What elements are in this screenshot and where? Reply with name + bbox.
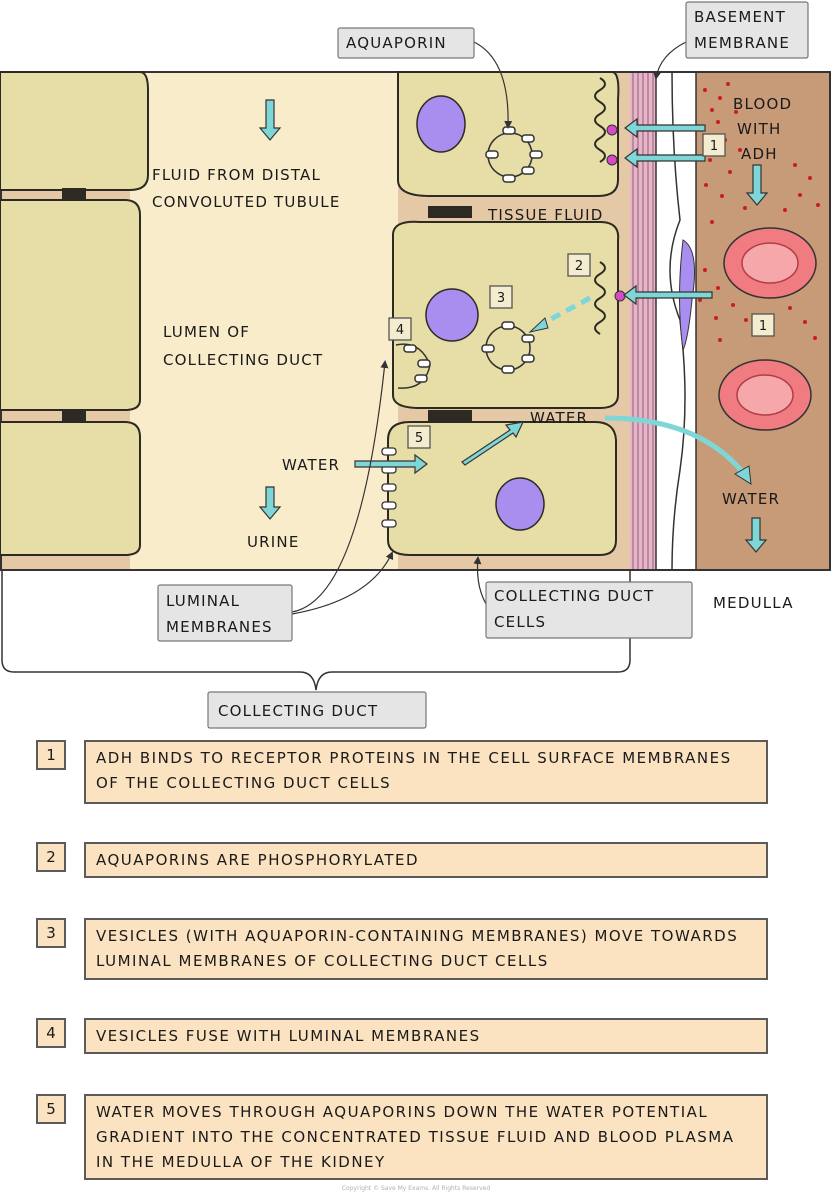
cd-cells-label-1: COLLECTING DUCT (494, 587, 654, 605)
collecting-duct-brace (1, 570, 631, 691)
blood-label-3: ADH (741, 145, 778, 163)
copyright-notice: Copyright © Save My Exams. All Rights Re… (341, 1185, 491, 1192)
marker-1b: 1 (759, 319, 767, 334)
marker-3: 3 (497, 291, 505, 306)
adh-receptors (606, 124, 626, 302)
fluid-label-2: CONVOLUTED TUBULE (152, 193, 341, 211)
luminal-label-box (157, 584, 293, 642)
lumen-label-2: COLLECTING DUCT (163, 351, 323, 369)
left-wall-cells (0, 71, 149, 556)
urine-label: URINE (247, 533, 300, 551)
medulla-label: MEDULLA (713, 594, 794, 612)
left-junctions (62, 188, 86, 422)
marker-1a: 1 (710, 139, 718, 154)
pointer-lines (291, 41, 687, 615)
blood-label-1: BLOOD (733, 95, 792, 113)
basal-folds (594, 77, 606, 335)
step-1-text: ADH BINDS TO RECEPTOR PROTEINS IN THE CE… (84, 740, 768, 804)
collecting-duct-label: COLLECTING DUCT (218, 702, 378, 720)
basement-label-2: MEMBRANE (694, 34, 790, 52)
luminal-label-1: LUMINAL (166, 592, 240, 610)
vesicle-move-head (528, 317, 549, 333)
water-left-label: WATER (282, 456, 340, 474)
step-1-number: 1 (36, 740, 66, 770)
step-4-text: VESICLES FUSE WITH LUMINAL MEMBRANES (84, 1018, 768, 1054)
blood-label-2: WITH (737, 120, 782, 138)
cd-cells-label-2: CELLS (494, 613, 546, 631)
luminal-label-2: MEMBRANES (166, 618, 273, 636)
step-3-text: VESICLES (WITH AQUAPORIN-CONTAINING MEMB… (84, 918, 768, 980)
water-curve-arrow (604, 415, 747, 477)
vesicle-middle (481, 321, 535, 374)
water-right-label: WATER (722, 490, 780, 508)
lumen (130, 72, 398, 570)
water-mid-label: WATER (530, 409, 588, 427)
right-junctions (428, 206, 472, 422)
lumen-label-1: LUMEN OF (163, 323, 250, 341)
flow-arrows (258, 99, 769, 553)
step-4-number: 4 (36, 1018, 66, 1048)
step-2-text: AQUAPORINS ARE PHOSPHORYLATED (84, 842, 768, 878)
marker-4: 4 (396, 323, 404, 338)
membrane-aquaporins (381, 447, 397, 528)
aquaporin-label: AQUAPORIN (346, 34, 447, 52)
nuclei (416, 95, 545, 531)
step-2-number: 2 (36, 842, 66, 872)
step-5-text: WATER MOVES THROUGH AQUAPORINS DOWN THE … (84, 1094, 768, 1180)
step-5-number: 5 (36, 1094, 66, 1124)
cd-cells-label-box (485, 581, 693, 639)
basement-label-box (685, 1, 809, 59)
red-blood-cells (718, 227, 817, 431)
vesicle-move-arrow (538, 295, 592, 328)
basement-membrane (630, 72, 657, 570)
collecting-duct-label-box (207, 691, 427, 729)
step-markers (388, 133, 775, 449)
marker-5: 5 (415, 431, 423, 446)
water-curve-head (734, 465, 752, 485)
marker-2: 2 (575, 259, 583, 274)
basement-label-1: BASEMENT (694, 8, 786, 26)
fluid-label-1: FLUID FROM DISTAL (152, 166, 321, 184)
step-3-number: 3 (36, 918, 66, 948)
tissue-fluid-label: TISSUE FLUID (487, 206, 603, 224)
aquaporin-label-box (337, 27, 475, 59)
vesicle-fusing (395, 343, 431, 389)
collecting-duct-cells (387, 71, 620, 556)
